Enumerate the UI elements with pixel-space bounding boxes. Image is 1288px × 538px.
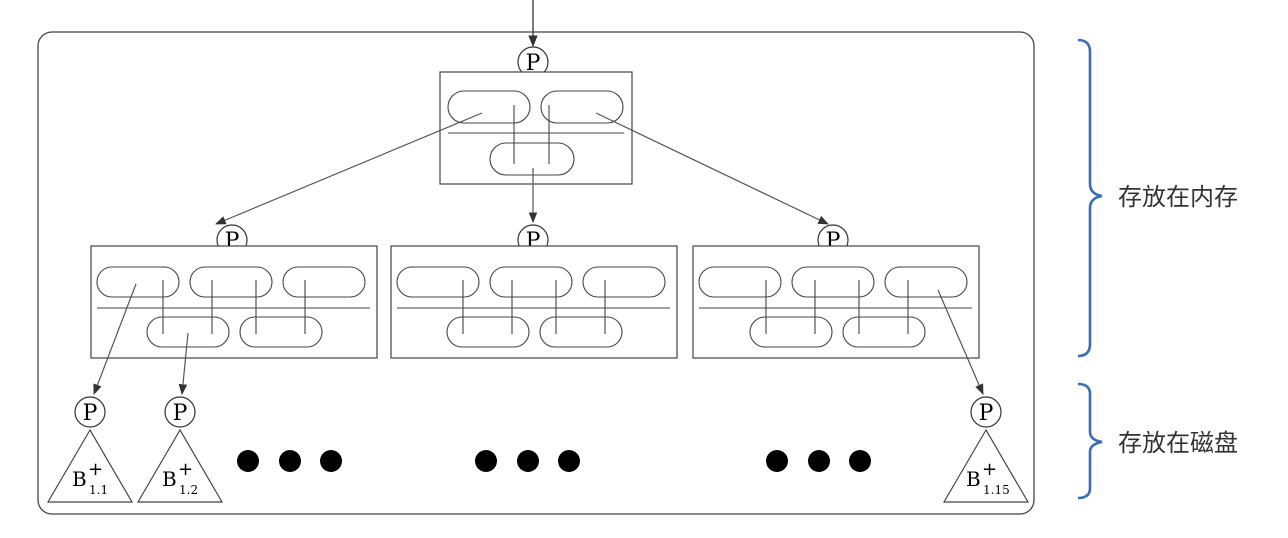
subtree-label: B	[72, 467, 87, 491]
tree-container	[37, 31, 1035, 515]
root-arrow-left	[215, 112, 483, 225]
leaf-arrow-1	[93, 283, 137, 396]
ellipsis-dots-3	[766, 450, 871, 472]
inner-node-1	[90, 245, 378, 359]
root-node	[439, 71, 633, 185]
subtree-sub: 1.2	[179, 483, 198, 497]
subtree-sub: 1.15	[983, 483, 1010, 497]
ellipsis-dots-2	[475, 450, 580, 472]
leaf-arrow-2	[178, 332, 189, 396]
subtree-label: B	[162, 467, 177, 491]
leaf-arrow-3	[937, 289, 984, 395]
ellipsis-dots-1	[237, 450, 342, 472]
memory-bracket	[1077, 38, 1103, 358]
disk-label: 存放在磁盘	[1118, 429, 1238, 457]
leaf-subtree-2: P B + 1.2	[136, 396, 224, 503]
pointer-label: P	[526, 51, 541, 76]
pointer-label: P	[979, 401, 994, 426]
subtree-sup: +	[178, 459, 193, 480]
disk-bracket	[1077, 382, 1103, 500]
memory-label: 存放在内存	[1118, 183, 1238, 211]
leaf-subtree-1: P B + 1.1	[46, 396, 134, 503]
root-arrow-right	[595, 112, 829, 225]
inner-node-3	[692, 245, 980, 359]
subtree-triangle	[942, 428, 1030, 503]
pointer-label: P	[83, 401, 98, 426]
pointer-label: P	[173, 401, 188, 426]
subtree-sup: +	[88, 459, 103, 480]
inner-node-2	[390, 245, 678, 359]
subtree-triangle	[46, 428, 134, 503]
subtree-sup: +	[982, 459, 997, 480]
subtree-label: B	[966, 467, 981, 491]
leaf-subtree-3: P B + 1.15	[942, 396, 1030, 503]
subtree-triangle	[136, 428, 224, 503]
subtree-sub: 1.1	[89, 483, 108, 497]
